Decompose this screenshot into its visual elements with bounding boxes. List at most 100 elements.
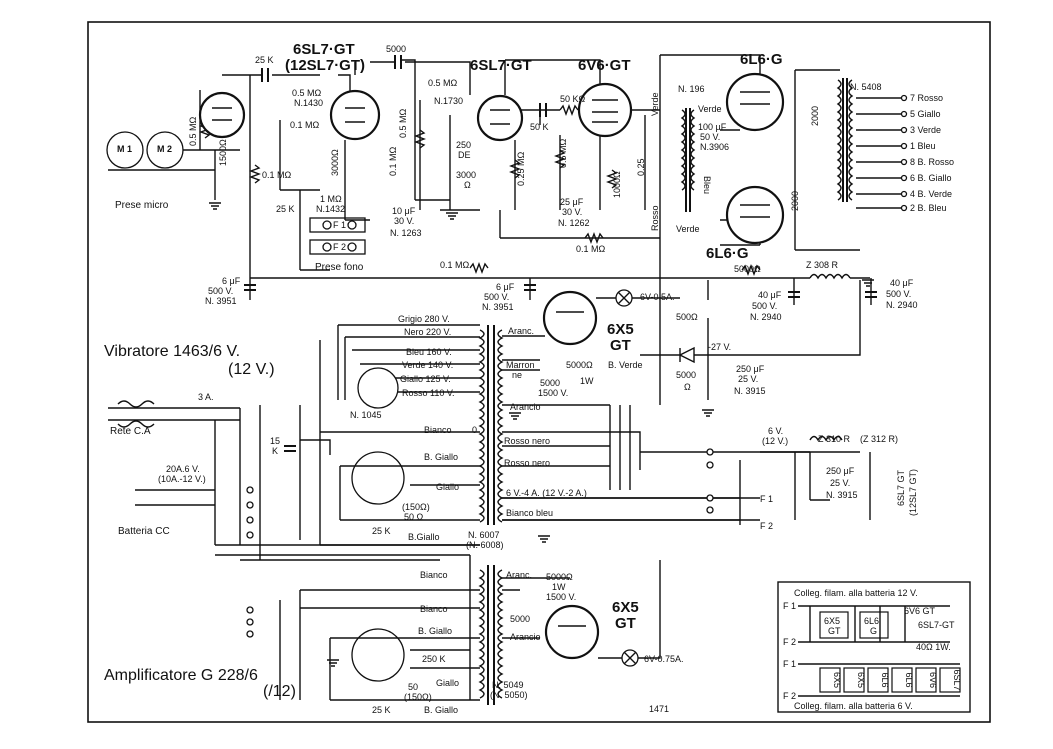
inset-6x5-gt: GT [828,626,841,636]
r-01m-b: 0.1 MΩ [388,146,398,176]
wire-arancio-b: Arancio [510,402,541,412]
wire-nero: Nero 220 V. [404,327,451,337]
fuse-20a: 20A.6 V. [166,464,200,474]
v-6v: 6 V. [768,426,783,436]
mic-connectors [106,131,184,169]
lamp1-label: 6V-0.5A. [640,292,675,302]
c-250k: 250 K [422,654,446,664]
n-5049: N. 5049 [492,680,524,690]
sl7-side-b: (12SL7 GT) [908,469,918,516]
c-100uf-v: 50 V. [700,132,720,142]
c-10uf-v: 30 V. [394,216,414,226]
wire-rosso: Rosso 110 V. [402,388,455,398]
output-tap-terminal [900,174,908,182]
output-tap-terminal [900,190,908,198]
inset-6v6: 6V6 GT [904,606,936,616]
r-05m-v2: 0.5 MΩ [398,108,408,138]
r-3000-b: 3000 [456,170,476,180]
inset-6sl7: 6SL7-GT [918,620,955,630]
output-tap-label: 8 B. Rosso [910,157,954,167]
lamp2-label: 6V-0.75A. [644,654,684,664]
n-5050: (N. 5050) [490,690,528,700]
wire-arancio-2: Arancio [510,632,541,642]
inset-6x5: 6X5 [824,616,840,626]
r-5000-1w-b: 5000Ω [546,572,573,582]
top-amplifier-wiring [108,54,902,305]
wire-bianco-2: Bianco [420,570,448,580]
wire-b-giallo-b: B.Giallo [408,532,440,542]
r-5000-1w-b-v: 1500 V. [546,592,576,602]
tube-v3-label: 6V6·GT [578,57,631,74]
wire-verde-ot-2: Verde [676,224,700,234]
inset-title-6v: Colleg. filam. alla batteria 6 V. [794,701,913,711]
r-150: (150Ω) [402,502,430,512]
inset-row-tube: 6X5 [856,672,866,688]
vibratore-title: Vibratore 1463/6 V. [104,343,240,360]
wire-b-giallo-d: B. Giallo [424,705,458,715]
tube-v4b-label: 6L6·G [706,245,749,262]
r-05m-v3: 0.5 MΩ [558,138,568,168]
inset-f2-b: F 2 [783,691,796,701]
z-312: (Z 312 R) [860,434,898,444]
fuse-3a: 3 A. [198,392,214,402]
wire-aranc: Aranc. [508,326,534,336]
frame [87,21,991,723]
c-5000-1500a: 5000 [540,378,560,388]
output-tap-label: 7 Rosso [910,93,943,103]
inset-row-tube: 6SL7 [952,669,962,690]
c-15k: 15 [270,436,280,446]
inset-f1-b: F 1 [783,659,796,669]
wire-rosso-nero-1: Rosso nero [504,436,550,446]
batteria-label: Batteria CC [118,526,170,537]
c-6uf-b: 6 μF [496,282,515,292]
n-2940-a: N. 2940 [750,312,782,322]
wire-bianco-bleu: Bianco bleu [506,508,553,518]
c-5000-b: 5000 [510,614,530,624]
r-5000-1w-a: 5000Ω [566,360,593,370]
output-tap-label: 4 B. Verde [910,189,952,199]
component-labels-power: -27 V. 250 μF 25 V. N. 3915 5000 Ω 6V-0.… [158,292,918,715]
c-2000a: 2000 [810,106,820,126]
wire-b-giallo: B. Giallo [424,452,458,462]
r-150-b: (150Ω) [404,692,432,702]
fono2-label: F 2 [333,242,346,252]
tube-labels: 6SL7·GT (12SL7·GT) 6SL7·GT 6V6·GT 6L6·G … [285,41,783,632]
fono1-label: F 1 [333,220,346,230]
n-1262: N. 1262 [558,218,590,228]
c-250uf-b: 250 μF [826,466,855,476]
wire-f1: F 1 [760,494,773,504]
n-1263: N. 1263 [390,228,422,238]
tube-v4a-label: 6L6·G [740,51,783,68]
tube-v1-alt-label: (12SL7·GT) [285,57,365,74]
output-tap-terminal [900,158,908,166]
inset-row-tube: 6L6 [904,672,914,687]
output-tap-label: 6 B. Giallo [910,173,952,183]
wire-marron-2: ne [512,370,522,380]
c-25uf-v: 30 V. [562,207,582,217]
wire-verde: Verde 140 V. [402,360,453,370]
c-40uf-b: 40 μF [890,278,914,288]
c-25k-mid: 25 K [276,204,295,214]
prese-fono-label: Prese fono [315,262,364,273]
v-minus-27: -27 V. [708,342,731,352]
tube-envelopes-top [198,72,785,245]
r-01m-left: 0.1 MΩ [262,170,292,180]
amplificatore-title: Amplificatore G 228/6 [104,667,258,684]
r-5000-bias: 5000 [676,370,696,380]
n-3951-b: N. 3951 [482,302,514,312]
wire-filament: 6 V.-4 A. (12 V.-2 A.) [506,488,587,498]
n-2940-b: N. 2940 [886,300,918,310]
n-6007: N. 6007 [468,530,500,540]
rect1-label: 6X5 [607,321,634,338]
r-05m-grid: 0.5 MΩ [188,116,198,146]
filament-inset [777,581,971,713]
r-1m-n1432: 1 MΩ [320,194,342,204]
wire-b-verde: B. Verde [608,360,643,370]
output-tap-terminal [900,126,908,134]
inset-6l6: 6L6 [864,616,879,626]
v-12v: (12 V.) [762,436,788,446]
c-250uf: 250 μF [736,364,765,374]
c-250: 250 [456,140,471,150]
